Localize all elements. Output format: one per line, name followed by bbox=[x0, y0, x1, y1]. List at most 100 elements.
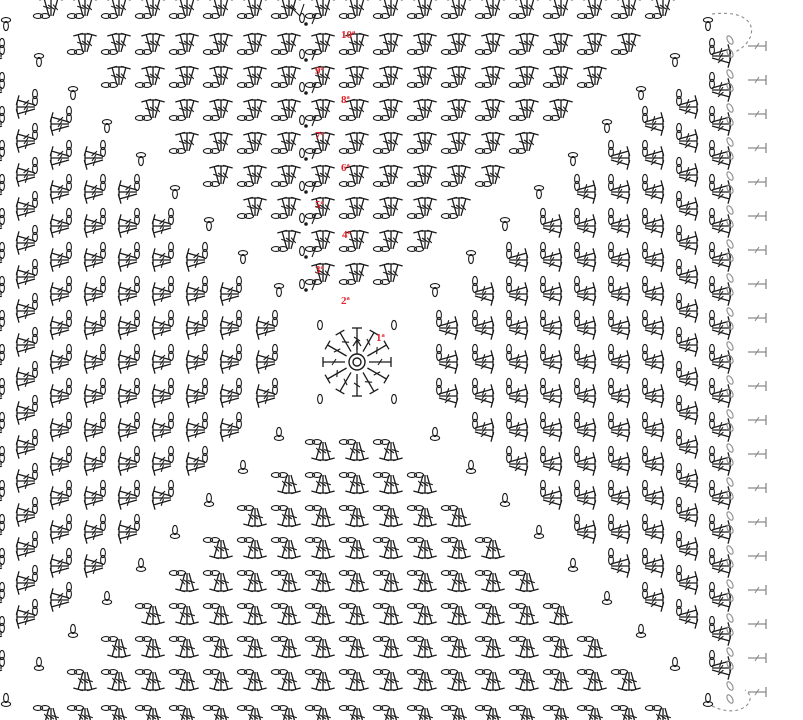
chain-symbol bbox=[448, 14, 457, 19]
chain-symbol bbox=[448, 670, 457, 675]
chain-symbol bbox=[482, 149, 491, 154]
chain-symbol bbox=[0, 521, 4, 530]
chain-symbol bbox=[244, 50, 253, 55]
chain-symbol bbox=[142, 14, 151, 19]
chain-symbol bbox=[473, 419, 478, 428]
chain-symbol bbox=[482, 706, 491, 711]
chain-symbol bbox=[210, 670, 219, 675]
chain-symbol bbox=[541, 317, 546, 326]
chain-symbol bbox=[142, 116, 151, 121]
chain-symbol bbox=[710, 317, 715, 326]
chain-symbol bbox=[210, 182, 219, 187]
chain-symbol bbox=[643, 181, 648, 190]
chain-symbol bbox=[507, 317, 512, 326]
chain-symbol bbox=[312, 83, 321, 88]
chain-symbol bbox=[541, 453, 546, 462]
chain-symbol bbox=[176, 706, 185, 711]
chain-symbol bbox=[414, 50, 423, 55]
chain-symbol bbox=[609, 419, 614, 428]
chain-symbol bbox=[300, 82, 305, 91]
chain-symbol bbox=[618, 50, 627, 55]
chain-symbol bbox=[643, 249, 648, 258]
chain-symbol bbox=[176, 50, 185, 55]
chain-symbol bbox=[618, 706, 627, 711]
chain-symbol bbox=[448, 83, 457, 88]
chain-symbol bbox=[609, 215, 614, 224]
chain-symbol bbox=[74, 706, 83, 711]
chain-symbol bbox=[67, 521, 72, 530]
chain-symbol bbox=[312, 182, 321, 187]
chain-symbol bbox=[346, 182, 355, 187]
double-crochet-symbol bbox=[0, 58, 2, 63]
chain-symbol bbox=[414, 604, 423, 609]
chain-symbol bbox=[312, 473, 321, 478]
chain-symbol bbox=[244, 182, 253, 187]
chain-symbol bbox=[244, 149, 253, 154]
chain-symbol bbox=[142, 83, 151, 88]
chain-symbol bbox=[575, 249, 580, 258]
chain-symbol bbox=[278, 116, 287, 121]
chain-symbol bbox=[575, 453, 580, 462]
chain-symbol bbox=[584, 14, 593, 19]
chain-symbol bbox=[516, 149, 525, 154]
chain-symbol bbox=[169, 487, 174, 496]
chain-symbol bbox=[273, 385, 278, 394]
chain-symbol bbox=[584, 83, 593, 88]
chain-symbol bbox=[176, 149, 185, 154]
chain-symbol bbox=[237, 283, 242, 292]
chain-symbol bbox=[507, 351, 512, 360]
chain-symbol bbox=[33, 470, 38, 479]
chain-symbol bbox=[312, 571, 321, 576]
chain-symbol bbox=[726, 477, 735, 487]
chain-symbol bbox=[67, 181, 72, 190]
chain-symbol bbox=[380, 440, 389, 445]
chain-symbol bbox=[33, 300, 38, 309]
chain-symbol bbox=[278, 83, 287, 88]
chain-symbol bbox=[74, 670, 83, 675]
chain-symbol bbox=[135, 385, 140, 394]
chain-symbol bbox=[550, 604, 559, 609]
chain-symbol bbox=[33, 164, 38, 173]
chain-symbol bbox=[380, 538, 389, 543]
chain-symbol bbox=[67, 487, 72, 496]
chain-symbol bbox=[67, 283, 72, 292]
chain-symbol bbox=[643, 419, 648, 428]
chain-symbol bbox=[643, 487, 648, 496]
chain-symbol bbox=[169, 283, 174, 292]
chain-symbol bbox=[710, 657, 715, 666]
chain-symbol bbox=[237, 419, 242, 428]
chain-symbol bbox=[203, 385, 208, 394]
chain-symbol bbox=[726, 647, 735, 657]
chain-symbol bbox=[67, 249, 72, 258]
chain-symbol bbox=[541, 283, 546, 292]
chain-symbol bbox=[176, 637, 185, 642]
chain-symbol bbox=[169, 351, 174, 360]
chain-symbol bbox=[346, 506, 355, 511]
chain-symbol bbox=[142, 637, 151, 642]
chain-symbol bbox=[300, 246, 305, 255]
double-crochet-symbol bbox=[0, 602, 2, 607]
chain-symbol bbox=[278, 473, 287, 478]
chain-symbol bbox=[278, 706, 287, 711]
chain-symbol bbox=[507, 283, 512, 292]
chain-symbol bbox=[278, 670, 287, 675]
chain-symbol bbox=[312, 440, 321, 445]
round-label-8: 8ª bbox=[341, 94, 351, 106]
chain-symbol bbox=[101, 181, 106, 190]
chain-symbol bbox=[710, 521, 715, 530]
chain-symbol bbox=[203, 283, 208, 292]
chain-symbol bbox=[726, 579, 735, 589]
chain-symbol bbox=[414, 182, 423, 187]
chain-symbol bbox=[210, 571, 219, 576]
chain-symbol bbox=[210, 604, 219, 609]
chain-symbol bbox=[169, 249, 174, 258]
chain-symbol bbox=[0, 317, 4, 326]
chain-symbol bbox=[108, 706, 117, 711]
chain-symbol bbox=[318, 320, 323, 329]
slip-stitch-dot bbox=[304, 190, 308, 194]
chain-symbol bbox=[726, 103, 735, 113]
slip-stitch-dot bbox=[304, 91, 308, 95]
chain-symbol bbox=[541, 249, 546, 258]
chain-symbol bbox=[278, 637, 287, 642]
chain-symbol bbox=[710, 453, 715, 462]
